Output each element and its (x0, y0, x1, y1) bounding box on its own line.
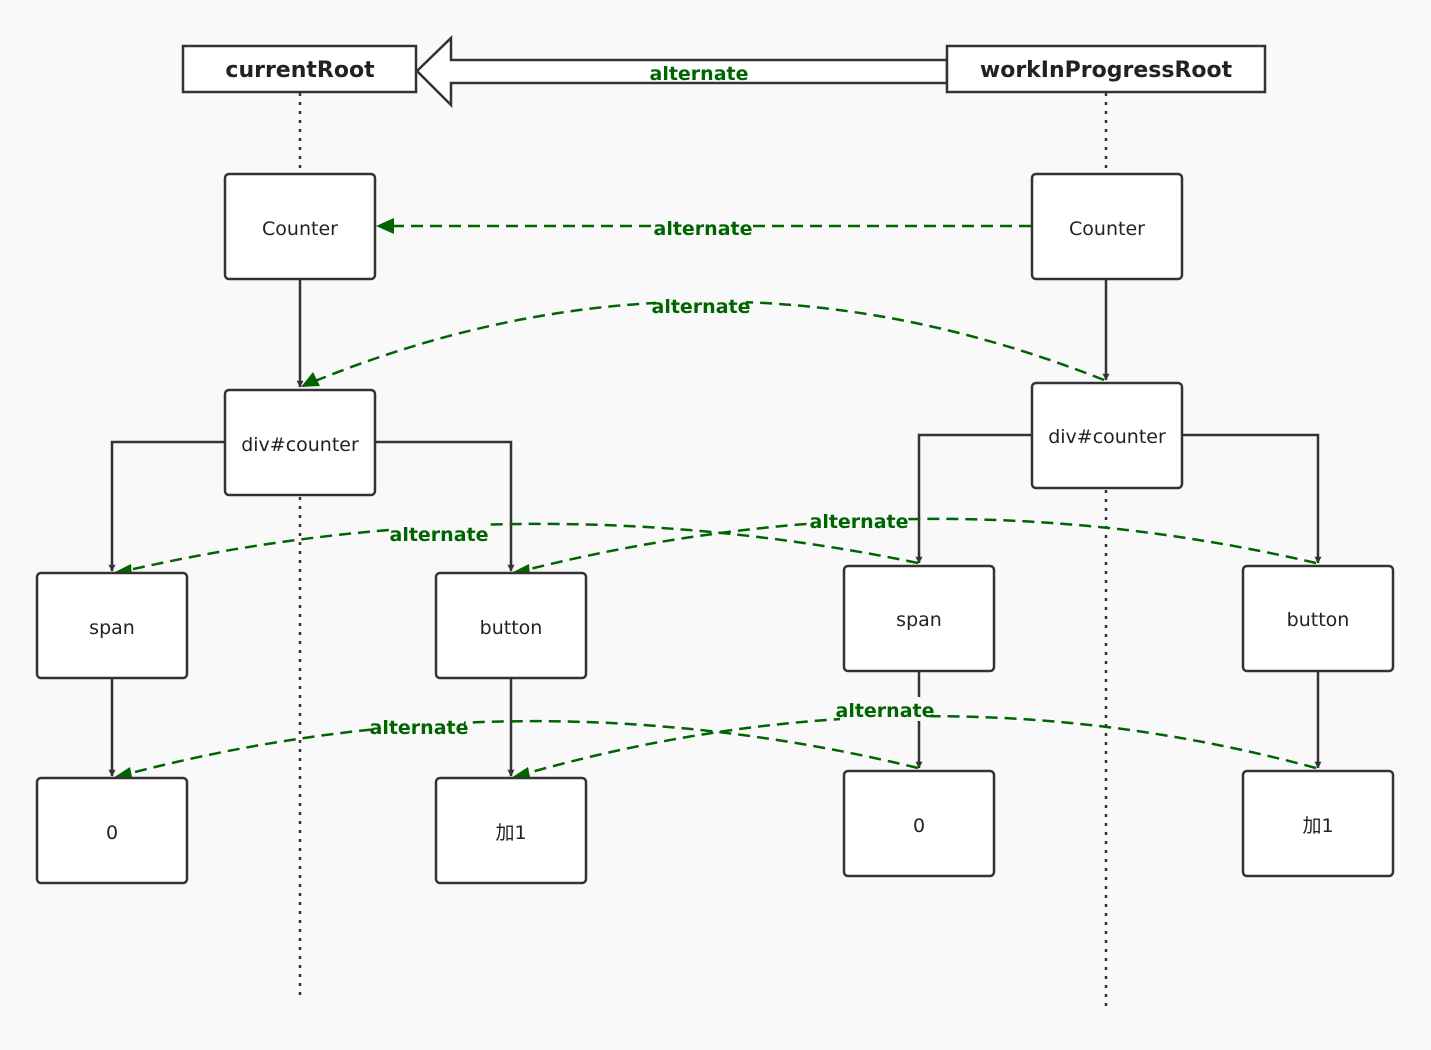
alternate-label-button-text-text: alternate (836, 700, 935, 722)
current-button-text-label: 加1 (495, 822, 526, 844)
wip-button-text-label: 加1 (1302, 815, 1333, 837)
alternate-label-roots-text: alternate (650, 63, 749, 85)
current-counter-node: Counter (223, 172, 377, 281)
alternate-arrowhead-div (301, 372, 320, 387)
current-div-label: div#counter (241, 434, 359, 456)
alternate-edge-span-text (115, 719, 919, 779)
roots-alternate-arrow (415, 35, 949, 109)
current-button-label: button (480, 617, 543, 639)
current-div-node: div#counter (223, 388, 377, 497)
current-button-text-node: 加1 (434, 776, 588, 885)
alternate-label-div: alternate (652, 293, 751, 318)
alternate-edge-div (302, 300, 1105, 388)
alternate-arrowhead-counter (376, 218, 394, 234)
wip-counter-node: Counter (1030, 172, 1184, 281)
alternate-label-span: alternate (390, 521, 489, 546)
current-counter-label: Counter (262, 218, 338, 240)
alternate-edge-span (115, 522, 919, 575)
wip-button-node: button (1241, 564, 1395, 673)
wip-button-text-node: 加1 (1241, 769, 1395, 878)
wip-span-text-node: 0 (842, 769, 996, 878)
alternate-label-span-text-text: alternate (370, 717, 469, 739)
wip-div-node: div#counter (1030, 381, 1184, 490)
alternate-label-span-text: alternate (370, 714, 469, 739)
alternate-label-roots: alternate (650, 63, 749, 85)
alternate-label-span-text: alternate (390, 524, 489, 546)
current-span-node: span (35, 571, 189, 680)
wip-span-node: span (842, 564, 996, 673)
wip-root-label: workInProgressRoot (980, 58, 1233, 83)
alternate-label-counter: alternate (654, 214, 753, 240)
alternate-label-button-text: alternate (836, 697, 935, 722)
alternate-label-counter-text: alternate (654, 218, 753, 240)
wip-div-label: div#counter (1048, 426, 1166, 448)
wip-counter-label: Counter (1069, 218, 1145, 240)
wip-button-label: button (1287, 609, 1350, 631)
current-root-node: currentRoot (181, 44, 418, 94)
edge-div-to-span-wip (915, 433, 1032, 564)
current-span-text-label: 0 (106, 822, 118, 844)
alternate-label-div-text: alternate (652, 296, 751, 318)
edge-div-to-span-current (108, 440, 225, 572)
current-button-node: button (434, 571, 588, 680)
wip-root-node: workInProgressRoot (945, 44, 1267, 94)
wip-span-label: span (896, 609, 942, 631)
alternate-label-button-text: alternate (810, 511, 909, 533)
edge-div-to-button-current (375, 440, 515, 572)
edge-div-to-button-wip (1182, 433, 1322, 564)
current-root-label: currentRoot (225, 58, 375, 83)
alternate-edge-button (513, 517, 1317, 575)
wip-span-text-label: 0 (913, 815, 925, 837)
alternate-label-button: alternate (810, 508, 909, 533)
current-span-text-node: 0 (35, 776, 189, 885)
current-span-label: span (89, 617, 135, 639)
